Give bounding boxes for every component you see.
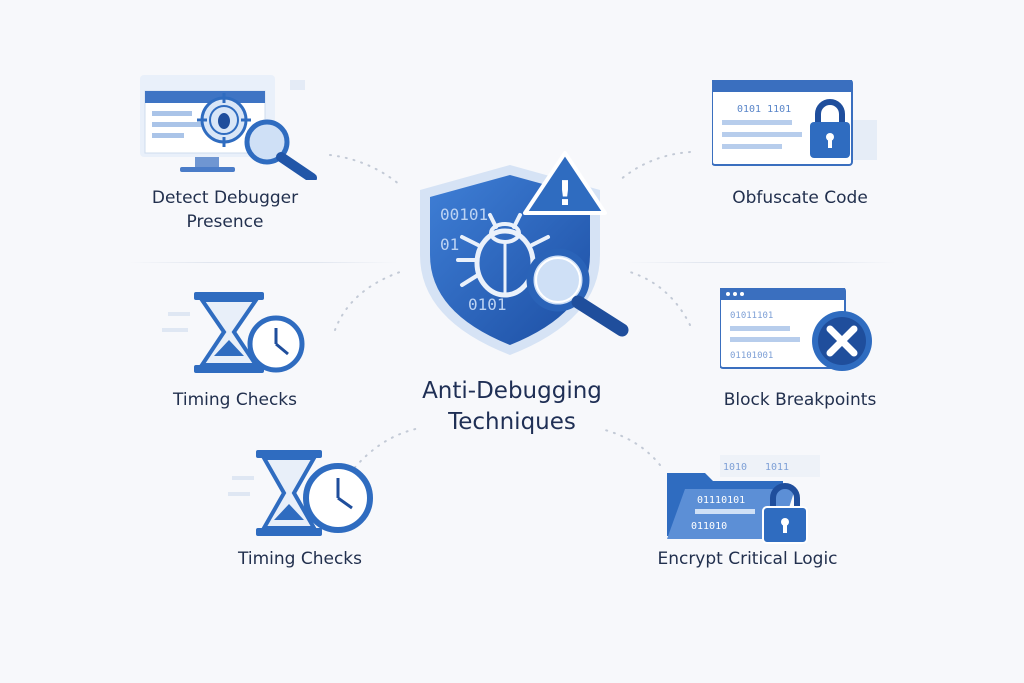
block-binary-text-2: 01101001 — [730, 351, 773, 361]
hourglass-clock-icon — [162, 292, 305, 373]
shield-binary-2: 01 — [440, 235, 459, 254]
folder-binary-lock-icon: 1010 1011 01110101 011010 — [667, 455, 820, 544]
monitor-bug-magnifier-icon — [140, 75, 317, 180]
connector-obfuscate — [619, 151, 691, 181]
shield-binary-1: 00101 — [440, 205, 488, 224]
warning-icon — [523, 151, 607, 215]
code-window-x-icon: 01011101 01101001 — [720, 288, 872, 371]
code-window-lock-icon: 0101 1101 — [712, 80, 877, 166]
shield-bug-magnifier-warning-icon: 00101 01 0101 ! — [420, 151, 629, 355]
node-obfuscate-code-label: Obfuscate Code — [732, 188, 868, 208]
obfuscate-binary-text: 0101 1101 — [737, 104, 791, 115]
connector-detect — [329, 154, 401, 186]
node-encrypt-logic-label: Encrypt Critical Logic — [657, 549, 838, 569]
shield-binary-3: 0101 — [468, 295, 507, 314]
warning-glyph: ! — [557, 174, 573, 214]
hourglass-clock-icon — [228, 450, 373, 536]
node-detect-debugger-label: Detect Debugger Presence — [140, 186, 310, 234]
block-binary-text: 01011101 — [730, 311, 773, 321]
encrypt-binary-2: 1011 — [765, 462, 789, 473]
encrypt-binary-1: 1010 — [723, 462, 747, 473]
title-line-1: Anti-Debugging — [422, 378, 602, 404]
node-block-breakpoints-label: Block Breakpoints — [723, 390, 877, 410]
node-detect-debugger-line2: Presence — [186, 212, 264, 232]
divider-right — [626, 262, 896, 263]
diagram-title: Anti-Debugging Techniques — [372, 376, 652, 438]
node-timing-checks-2-label: Timing Checks — [238, 549, 362, 569]
node-detect-debugger-line1: Detect Debugger — [151, 188, 299, 208]
divider-left — [128, 262, 398, 263]
connector-encrypt — [604, 429, 661, 466]
encrypt-binary-4: 011010 — [691, 521, 727, 532]
connector-block — [629, 271, 691, 326]
connector-timing-1 — [334, 271, 401, 331]
title-line-2: Techniques — [448, 409, 576, 435]
node-timing-checks-1-label: Timing Checks — [173, 390, 297, 410]
encrypt-binary-3: 01110101 — [697, 495, 745, 506]
